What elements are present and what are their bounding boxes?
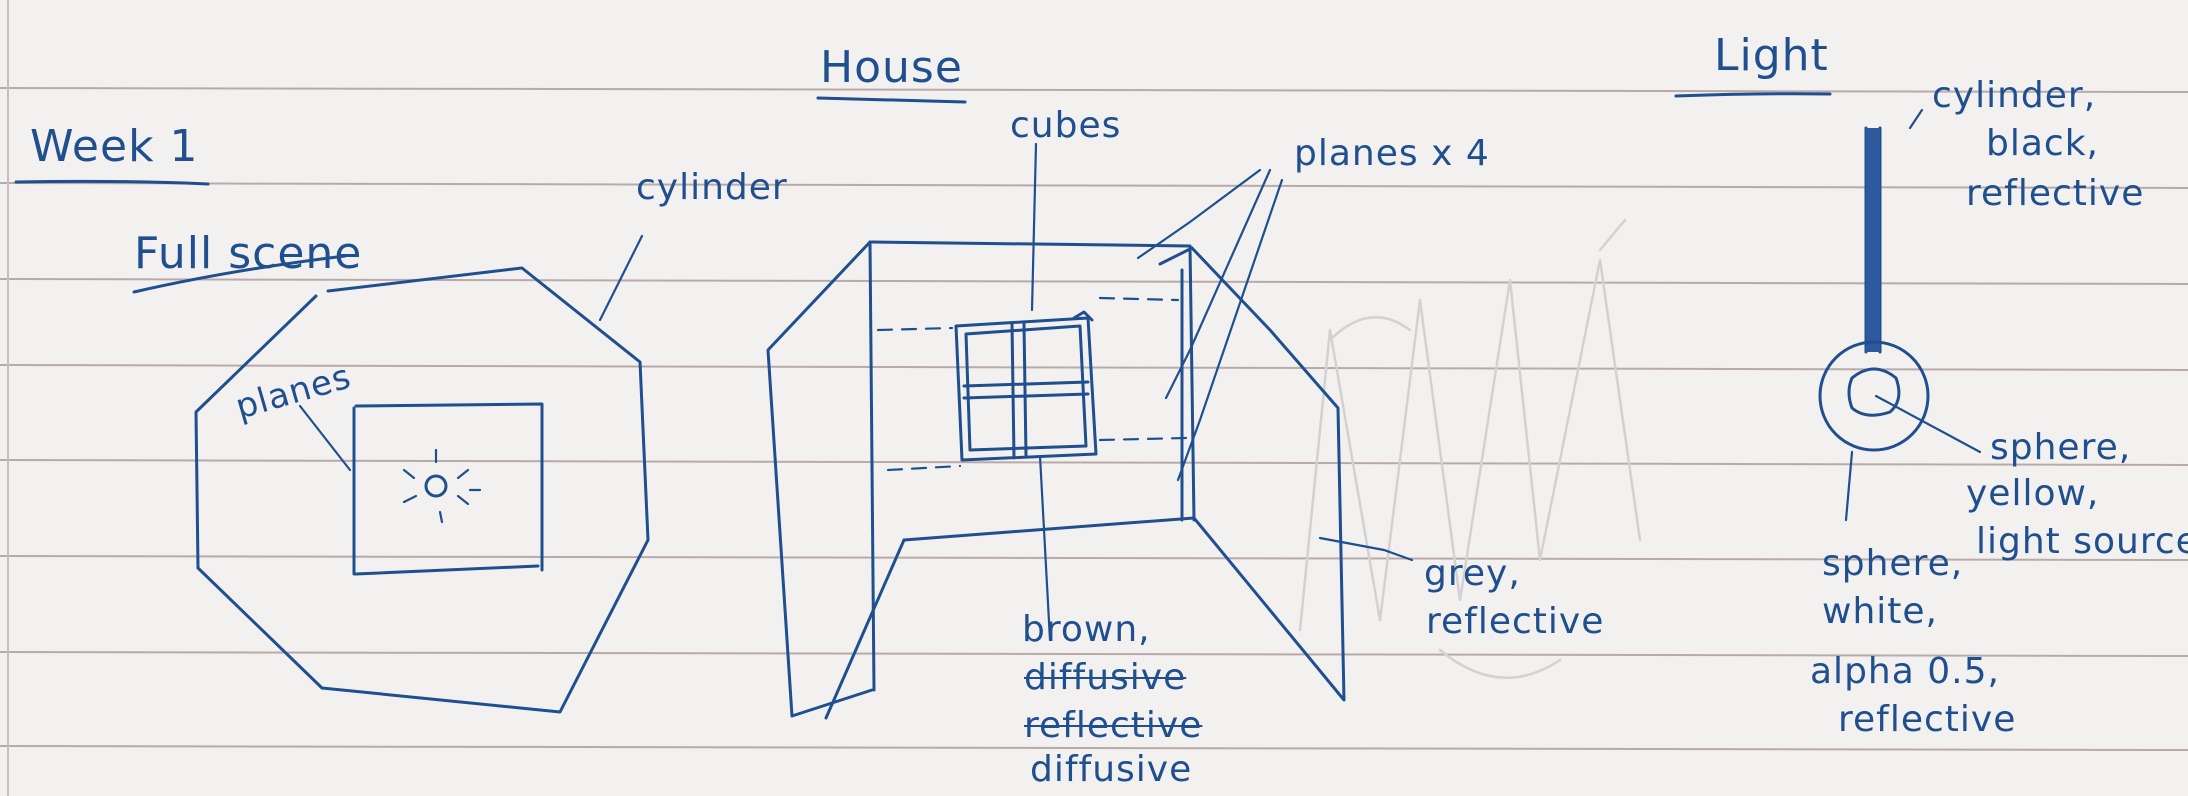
diffusive-label: diffusive xyxy=(1030,752,1192,788)
light-cylinder-reflective-label: reflective xyxy=(1966,176,2144,212)
light-drawing xyxy=(1820,110,1980,520)
white-sphere-label: sphere, xyxy=(1822,546,1963,582)
grey-label: grey, xyxy=(1424,556,1521,592)
grey-reflective-label: reflective xyxy=(1426,604,1604,640)
struck-reflective-label: reflective xyxy=(1024,708,1202,744)
cylinder-label: cylinder xyxy=(636,170,788,206)
light-title: Light xyxy=(1714,34,1829,78)
brown-label: brown, xyxy=(1022,612,1151,648)
planes-count-label: planes x 4 xyxy=(1294,136,1490,172)
yellow-sphere-color-label: yellow, xyxy=(1966,476,2099,512)
white-sphere-reflective-label: reflective xyxy=(1838,702,2016,738)
struck-diffusive-label: diffusive xyxy=(1024,660,1186,696)
page-heading: Week 1 xyxy=(30,125,199,169)
yellow-sphere-light-label: light source xyxy=(1976,524,2188,560)
yellow-sphere-label: sphere, xyxy=(1990,430,2131,466)
white-sphere-alpha-label: alpha 0.5, xyxy=(1810,654,2000,690)
light-cylinder-label: cylinder, xyxy=(1932,78,2096,114)
light-cylinder-black-label: black, xyxy=(1986,126,2099,162)
cubes-label: cubes xyxy=(1010,108,1121,144)
white-sphere-color-label: white, xyxy=(1822,594,1938,630)
house-title: House xyxy=(820,46,963,90)
full-scene-drawing xyxy=(196,236,648,712)
full-scene-title: Full scene xyxy=(134,232,362,276)
